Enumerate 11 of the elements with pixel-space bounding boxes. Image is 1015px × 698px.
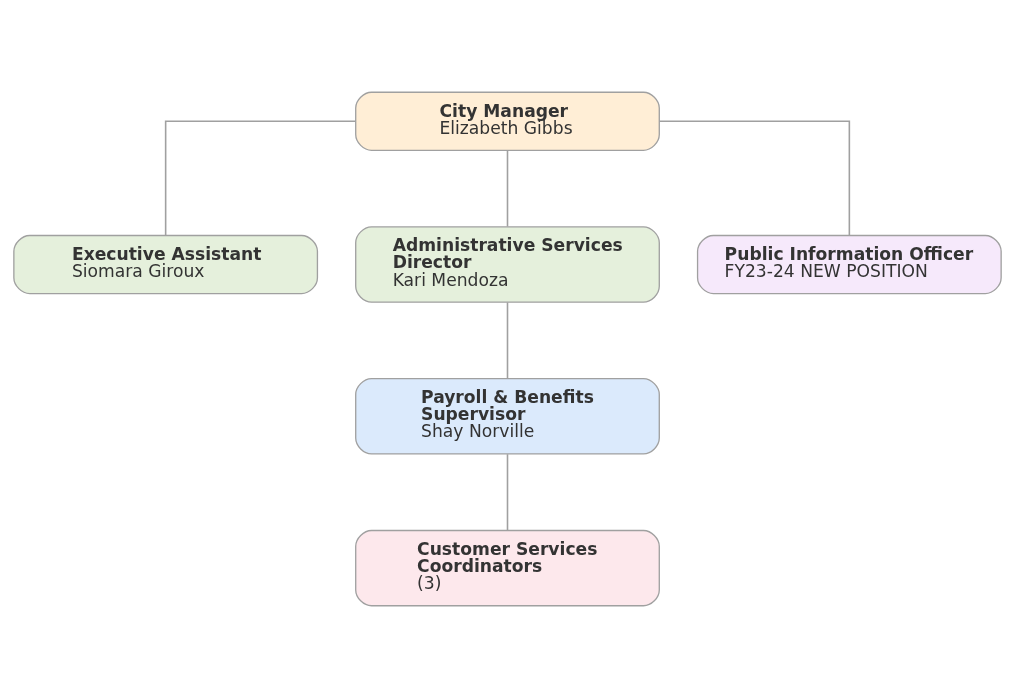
connector (164, 120, 357, 236)
node-box: Payroll & Benefits Supervisor Shay Norville (355, 378, 660, 455)
node-box: Administrative Services Director Kari Mendoza (355, 226, 660, 303)
node-box: Executive Assistant Siomara Giroux (13, 234, 319, 295)
connector (658, 120, 851, 236)
node-box: City Manager Elizabeth Gibbs (355, 91, 660, 151)
connector (506, 149, 509, 228)
node-box: Customer Services Coordinators (3) (355, 529, 660, 607)
node-box: Public Information Officer FY23-24 NEW POSITION (696, 234, 1002, 295)
connector (506, 301, 509, 380)
connector (506, 453, 509, 531)
